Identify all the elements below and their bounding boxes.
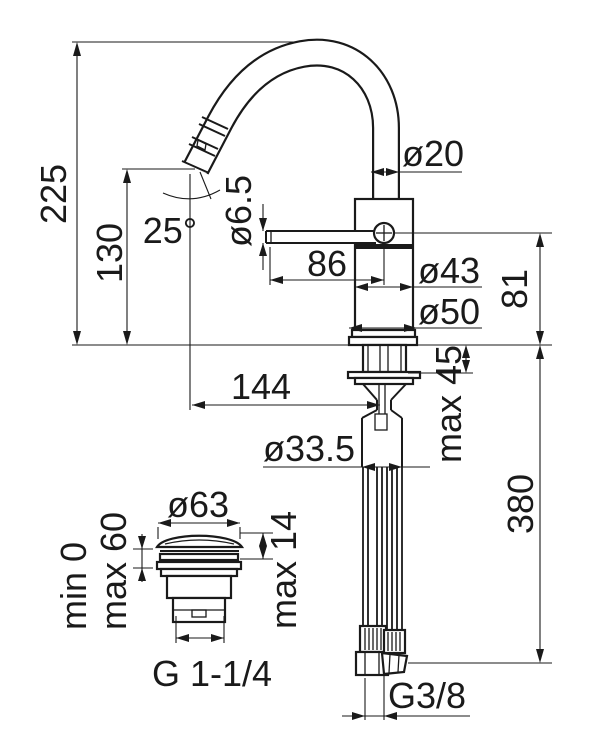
dim-body-diameter	[355, 283, 482, 291]
dim-tube-diameter-label: ø20	[402, 133, 464, 174]
mounting-shank	[346, 343, 422, 467]
dim-base-diameter-label: ø50	[418, 291, 480, 332]
dim-spout-reach	[192, 401, 380, 409]
dim-hose-thread	[342, 676, 470, 720]
dim-waste-deck-min-label: min 0	[53, 542, 94, 630]
dim-outlet-height	[123, 169, 131, 345]
dim-waste-deck-max-label: max 60	[93, 512, 134, 630]
dim-handle-length-label: 86	[307, 243, 347, 284]
waste-cap	[155, 534, 245, 549]
dim-spout-angle	[162, 171, 221, 200]
dim-hose-thread-label: G3/8	[388, 675, 466, 716]
dim-waste-cap-height	[240, 532, 273, 560]
popup-waste	[155, 534, 245, 624]
dim-deck-thickness-label: max 45	[428, 345, 469, 463]
ball-joint	[372, 221, 396, 245]
dim-body-height-label: 81	[494, 269, 535, 309]
dim-handle-diameter	[259, 204, 267, 270]
aerator-notch	[196, 139, 207, 151]
dim-spout-reach-label: 144	[231, 366, 291, 407]
dim-handle-length	[269, 244, 385, 285]
hose-fitting-left	[354, 624, 390, 677]
dim-waste-deck-range	[133, 534, 153, 582]
dim-deck-thickness	[462, 345, 470, 373]
dim-spout-height-label: 225	[33, 164, 74, 224]
dim-shank-diameter-label: ø33.5	[263, 428, 355, 469]
dim-body-height	[536, 233, 544, 345]
dim-handle-diameter-label: ø6.5	[218, 175, 259, 247]
dim-shank-diameter	[263, 463, 430, 471]
dim-waste-thread	[175, 616, 225, 643]
dim-waste-thread-label: G 1-1/4	[152, 653, 272, 694]
spout-tip-face	[181, 160, 210, 174]
dim-base-diameter	[349, 324, 482, 332]
dim-spout-height	[73, 42, 81, 345]
dim-waste-cap-diameter	[157, 519, 241, 539]
dim-hose-length	[536, 345, 544, 663]
dim-hose-length-label: 380	[500, 474, 541, 534]
base-flange	[347, 328, 419, 347]
dim-spout-angle-label: 25°	[143, 210, 197, 251]
supply-hoses	[362, 467, 403, 630]
hose-fitting-right	[380, 628, 409, 676]
dim-waste-cap-diameter-label: ø63	[167, 484, 229, 525]
spout-tube	[181, 38, 400, 200]
lever-handle	[265, 230, 376, 244]
waste-body	[165, 574, 233, 600]
dim-outlet-height-label: 130	[89, 223, 130, 283]
dim-waste-cap-height-label: max 14	[263, 511, 304, 629]
dim-tube-diameter	[371, 168, 462, 176]
dim-body-diameter-label: ø43	[418, 250, 480, 291]
